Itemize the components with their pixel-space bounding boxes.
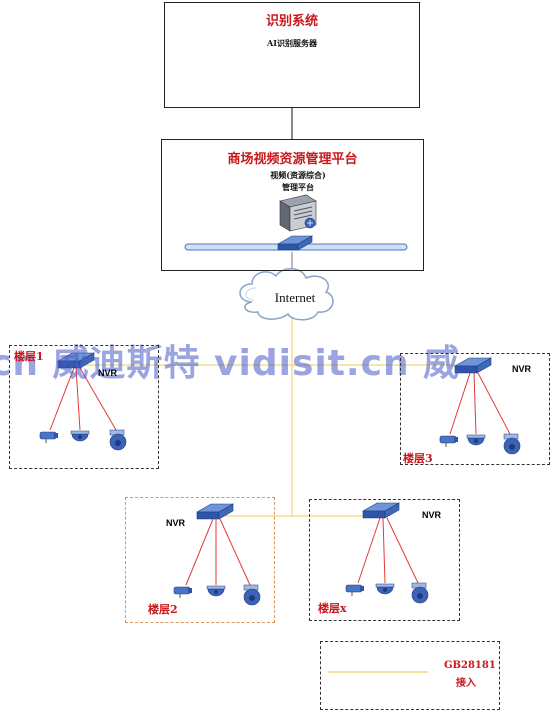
- bullet-camera-icon: [39, 431, 58, 443]
- floor1-nvr-label: NVR: [98, 368, 118, 378]
- ptz-camera-icon: [109, 429, 127, 451]
- platform-title: 商场视频资源管理平台: [227, 152, 358, 167]
- floor3-label: 楼层3: [403, 452, 433, 465]
- floor1-label: 楼层1: [14, 350, 44, 363]
- floorx-label: 楼层x: [318, 602, 347, 615]
- ai-server-label: AI识别服务器: [267, 38, 317, 48]
- floor3-camera-links: [449, 372, 511, 435]
- floor1-camera-links: [49, 367, 117, 431]
- floor3-switch-icon: [453, 357, 493, 374]
- bullet-camera-icon: [345, 584, 364, 596]
- dome-camera-icon: [70, 430, 90, 442]
- ptz-camera-icon: [503, 433, 521, 455]
- floor1-switch-icon: [56, 352, 96, 369]
- gb28181-links: [80, 312, 470, 517]
- platform-server-label-line1: 视频(资源综合): [270, 170, 326, 180]
- floor3-nvr-label: NVR: [512, 364, 532, 374]
- floor2-camera-links: [185, 518, 251, 586]
- ptz-camera-icon: [243, 584, 261, 606]
- floorx-nvr-label: NVR: [422, 510, 442, 520]
- legend-box: [320, 641, 500, 710]
- bullet-camera-icon: [439, 435, 458, 447]
- recognition-system-box: [164, 2, 420, 108]
- floorx-camera-links: [357, 517, 419, 584]
- platform-server-label-line2: 管理平台: [282, 182, 314, 192]
- platform-server-icon: [279, 194, 317, 232]
- internet-cloud-icon: [239, 268, 334, 321]
- floor3-box: [400, 353, 550, 465]
- platform-box: [161, 139, 424, 271]
- floor2-nvr-label: NVR: [166, 518, 186, 528]
- bullet-camera-icon: [173, 586, 192, 598]
- dome-camera-icon: [466, 434, 486, 446]
- legend-label-line1: GB28181: [444, 660, 496, 671]
- dome-camera-icon: [206, 585, 226, 597]
- floorx-switch-icon: [361, 502, 401, 519]
- floor2-label: 楼层2: [148, 603, 178, 616]
- floor1-box: [9, 345, 159, 469]
- platform-switch-icon: [276, 235, 314, 251]
- legend-label-line2: 接入: [456, 678, 476, 689]
- ptz-camera-icon: [411, 582, 429, 604]
- floor2-switch-icon: [195, 503, 235, 520]
- floorx-box: [309, 499, 460, 621]
- dome-camera-icon: [375, 583, 395, 595]
- watermark-text: cn 威迪斯特 vidisit.cn 威: [0, 343, 461, 384]
- internet-label: Internet: [274, 290, 316, 305]
- recognition-system-title: 识别系统: [265, 14, 318, 29]
- floor2-box: [125, 497, 275, 623]
